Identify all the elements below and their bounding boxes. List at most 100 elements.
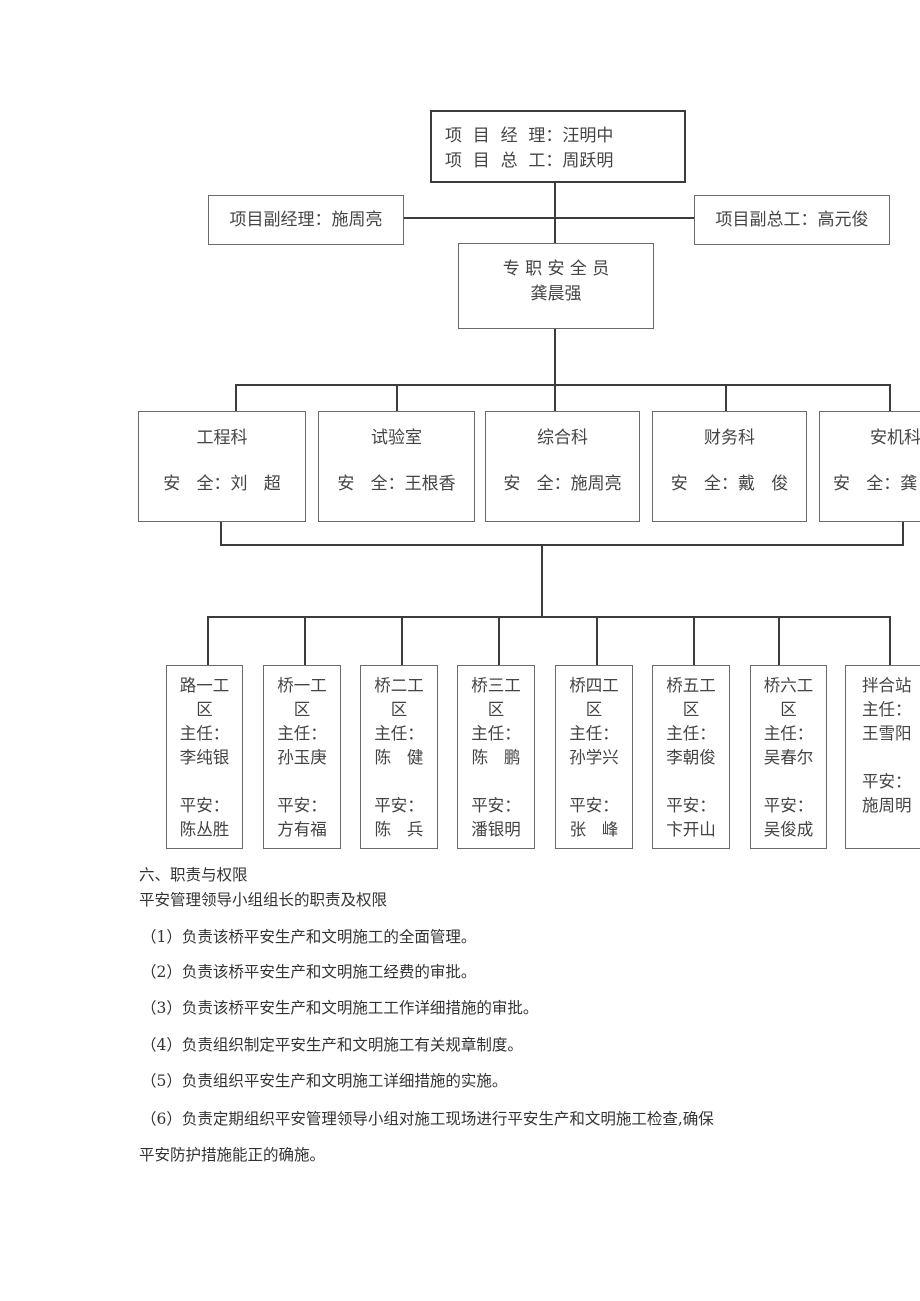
director-label: 主任：	[277, 724, 327, 743]
work-area-box: 桥五工 区 主任： 李朝俊 平安： 卞开山	[652, 665, 730, 849]
work-area-name: 拌合站	[862, 676, 912, 695]
connector-dept-5	[889, 384, 891, 411]
safety-label: 平安：	[277, 796, 327, 815]
director-label: 主任：	[862, 700, 912, 719]
duty-item-6-continued: 平安防护措施能正的确施。	[139, 1146, 326, 1164]
duty-item-3: （3）负责该桥平安生产和文明施工工作详细措施的审批。	[141, 999, 539, 1017]
deputy-chief-engineer-text: 项目副总工：高元俊	[715, 210, 869, 230]
connector-area-7	[778, 616, 780, 665]
department-name: 综合科	[537, 428, 588, 448]
department-safety: 安 全：戴 俊	[670, 474, 789, 494]
duty-item-4: （4）负责组织制定平安生产和文明施工有关规章制度。	[141, 1036, 523, 1054]
work-area-box: 桥三工 区 主任： 陈 鹏 平安： 潘银明	[457, 665, 535, 849]
work-area-box: 桥一工 区 主任： 孙玉庚 平安： 方有福	[263, 665, 341, 849]
connector-area-5	[596, 616, 598, 665]
work-area-box: 桥二工 区 主任： 陈 健 平安： 陈 兵	[360, 665, 438, 849]
work-area-name: 桥一工	[277, 676, 327, 695]
connector-area-4	[498, 616, 500, 665]
safety-name: 陈丛胜	[179, 820, 230, 839]
deputy-chief-engineer-box: 项目副总工：高元俊	[694, 195, 890, 245]
safety-label: 平安：	[471, 796, 521, 815]
work-area-name: 桥二工	[374, 676, 424, 695]
work-area-name-2: 区	[293, 700, 311, 719]
safety-name: 陈 兵	[374, 820, 424, 839]
work-area-name-2: 区	[780, 700, 797, 719]
director-label: 主任：	[763, 724, 814, 743]
director-name: 陈 鹏	[471, 748, 521, 767]
connector-area-1	[207, 616, 209, 665]
work-area-box: 桥六工 区 主任： 吴春尔 平安： 吴俊成	[750, 665, 827, 849]
duty-item-5: （5）负责组织平安生产和文明施工详细措施的实施。	[141, 1072, 508, 1090]
safety-name: 方有福	[277, 820, 327, 839]
safety-label: 平安：	[666, 796, 716, 815]
connector-top-to-safety	[554, 183, 556, 243]
safety-label: 平安：	[374, 796, 424, 815]
director-name: 孙学兴	[569, 748, 619, 767]
department-box: 工程科 安 全：刘 超	[138, 411, 306, 522]
department-box: 安机科 安 全：龚	[819, 411, 920, 522]
connector-area-2	[304, 616, 306, 665]
department-safety: 安 全：施周亮	[503, 474, 622, 494]
connector-deputies	[403, 217, 694, 219]
director-label: 主任：	[471, 724, 521, 743]
connector-departments-bar	[235, 384, 891, 386]
work-area-name-2: 区	[487, 700, 505, 719]
director-label: 主任：	[179, 724, 230, 743]
project-manager-line: 项 目 经 理：汪明中	[445, 126, 614, 146]
work-area-name-2: 区	[682, 700, 700, 719]
department-safety: 安 全：王根香	[337, 474, 456, 494]
connector-work-areas-bar	[207, 616, 891, 618]
connector-dept-1	[235, 384, 237, 411]
work-area-box: 路一工 区 主任： 李纯银 平安： 陈丛胜	[166, 665, 243, 849]
department-name: 工程科	[196, 428, 248, 448]
director-label: 主任：	[374, 724, 424, 743]
connector-dept-2	[396, 384, 398, 411]
project-manager-box: 项 目 经 理：汪明中 项 目 总 工：周跃明	[430, 110, 686, 183]
connector-safety-down	[554, 328, 556, 385]
connector-area-8	[889, 616, 891, 665]
work-area-name-2: 区	[390, 700, 408, 719]
work-area-box: 桥四工 区 主任： 孙学兴 平安： 张 峰	[555, 665, 633, 849]
duty-item-2: （2）负责该桥平安生产和文明施工经费的审批。	[141, 963, 477, 981]
safety-officer-title: 专 职 安 全 员	[502, 259, 610, 279]
department-name: 试验室	[371, 428, 422, 448]
department-safety: 安 全：刘 超	[163, 474, 281, 494]
department-box: 综合科 安 全：施周亮	[485, 411, 640, 522]
safety-label: 平安：	[569, 796, 619, 815]
safety-name: 潘银明	[471, 820, 521, 839]
work-area-name-2: 区	[585, 700, 603, 719]
safety-officer-box: 专 职 安 全 员 龚晨强	[458, 243, 654, 329]
safety-name: 张 峰	[569, 820, 619, 839]
safety-name: 卞开山	[666, 820, 716, 839]
director-name: 吴春尔	[763, 748, 814, 767]
department-name: 财务科	[704, 428, 755, 448]
deputy-manager-box: 项目副经理：施周亮	[208, 195, 404, 245]
connector-dept-3	[554, 384, 556, 411]
safety-label: 平安：	[763, 796, 814, 815]
work-area-name: 路一工	[179, 676, 230, 695]
work-area-name-2: 区	[196, 700, 213, 719]
department-box: 试验室 安 全：王根香	[318, 411, 475, 522]
bracket-left	[220, 518, 222, 545]
work-area-name: 桥四工	[569, 676, 619, 695]
director-name: 李纯银	[179, 748, 230, 767]
connector-dept-4	[725, 384, 727, 411]
director-label: 主任：	[666, 724, 716, 743]
department-name: 安机科	[870, 428, 920, 448]
director-name: 李朝俊	[666, 748, 716, 767]
director-name: 王雪阳	[862, 724, 912, 743]
bracket-right	[902, 518, 904, 545]
connector-bracket-down	[541, 544, 543, 617]
section-heading: 六、职责与权限	[139, 866, 248, 884]
section-subheading: 平安管理领导小组组长的职责及权限	[139, 891, 388, 909]
department-box: 财务科 安 全：戴 俊	[652, 411, 807, 522]
safety-name: 施周明	[862, 796, 912, 815]
director-label: 主任：	[569, 724, 619, 743]
chief-engineer-line: 项 目 总 工：周跃明	[445, 151, 614, 171]
bracket-bar	[220, 544, 904, 546]
director-name: 孙玉庚	[277, 748, 327, 767]
work-area-name: 桥三工	[471, 676, 521, 695]
work-area-name: 桥六工	[763, 676, 814, 695]
duty-item-1: （1）负责该桥平安生产和文明施工的全面管理。	[141, 928, 477, 946]
safety-label: 平安：	[179, 796, 230, 815]
